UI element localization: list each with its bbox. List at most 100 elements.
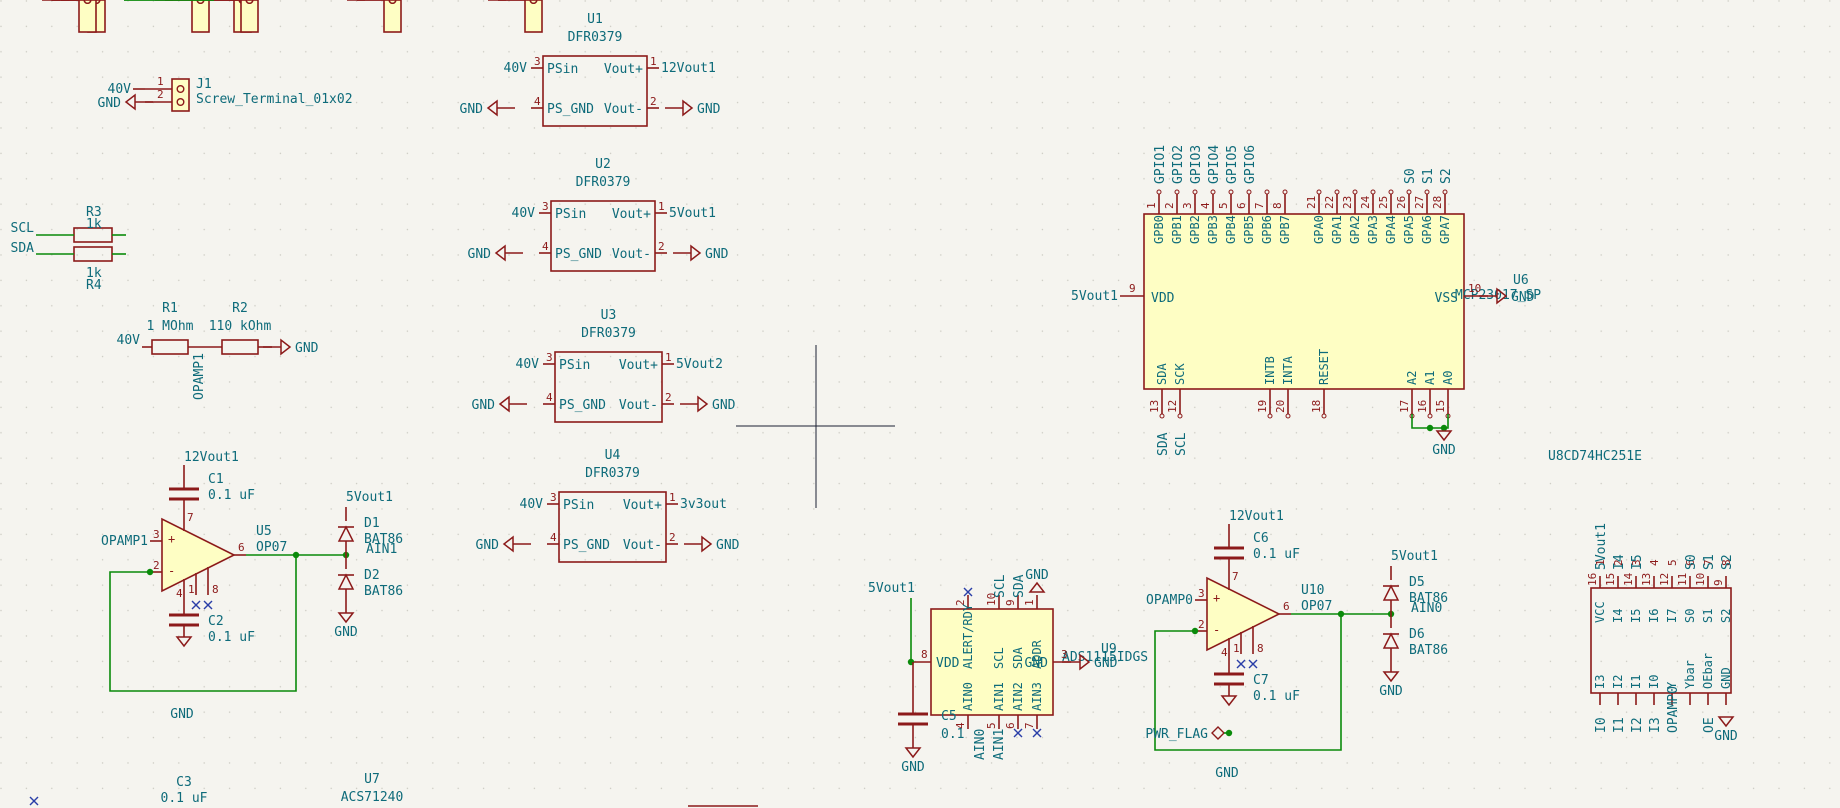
pin-number: 3 — [534, 55, 541, 68]
terminal-body[interactable] — [78, 0, 97, 33]
ic-body[interactable] — [1590, 587, 1732, 694]
ground-label: GND — [472, 398, 496, 413]
net-label: S1 — [1421, 168, 1436, 184]
ground-label: GND — [334, 625, 358, 640]
regulator-ref: U3 — [601, 308, 617, 323]
pin-name: AIN2 — [1011, 682, 1025, 711]
net-label: OE — [1702, 717, 1717, 733]
pin-number: 4 — [954, 722, 967, 729]
net-label: S2 — [1720, 554, 1735, 570]
pin-number: 1 — [669, 491, 676, 504]
pin-end — [1352, 189, 1358, 195]
ground-label: GND — [460, 102, 484, 117]
ground-label: GND — [901, 760, 925, 775]
pin-number: 15 — [1434, 400, 1447, 413]
terminal-body[interactable] — [240, 0, 259, 33]
regulator-body[interactable] — [542, 55, 648, 127]
capacitor-value: 0.1 uF — [208, 630, 255, 645]
pin-name: GPA1 — [1330, 215, 1344, 244]
capacitor-ref: C5 — [941, 709, 957, 724]
pin-number: 4 — [534, 95, 541, 108]
pin-number: 9 — [1004, 599, 1017, 606]
pin-name: GPB2 — [1188, 215, 1202, 244]
no-connect-icon — [1032, 728, 1042, 738]
pin-end — [1442, 189, 1448, 195]
terminal-body[interactable] — [524, 0, 543, 33]
pin-end — [1406, 189, 1412, 195]
ground-label: GND — [712, 398, 736, 413]
capacitor-value: 0.1 uF — [161, 791, 208, 806]
net-label: 40V — [108, 82, 132, 97]
ground-label: GND — [5, 0, 29, 4]
pin-number: 8 — [921, 648, 928, 661]
pin-name: PSin — [547, 62, 578, 77]
diode-icon[interactable] — [337, 573, 355, 590]
net-label: 40V — [520, 497, 544, 512]
pin-number: 1 — [157, 75, 164, 88]
pin-number: 2 — [665, 391, 672, 404]
pin-end — [1246, 189, 1252, 195]
pin-end — [1267, 413, 1273, 419]
pin-name: GPA4 — [1384, 215, 1398, 244]
diode-icon[interactable] — [1382, 632, 1400, 649]
net-label: OPAMP0 — [1146, 593, 1193, 608]
pin-number: 2 — [1198, 618, 1205, 631]
net-label: I5 — [1630, 554, 1645, 570]
pin-name: GND — [1025, 656, 1049, 671]
ground-label: GND — [170, 707, 194, 722]
net-label: SCL — [993, 574, 1008, 598]
ic-body[interactable] — [1143, 213, 1465, 390]
terminal-body[interactable] — [171, 78, 190, 112]
pin-end — [1192, 189, 1198, 195]
diode-icon[interactable] — [337, 525, 355, 542]
junction-dot — [1225, 729, 1233, 737]
pin-number: 23 — [1341, 196, 1354, 209]
pin-name: S2 — [1719, 609, 1733, 623]
pin-name: + — [1213, 591, 1220, 605]
resistor-ref: R4 — [86, 278, 102, 293]
pin-name: PS_GND — [563, 538, 610, 553]
pin-name: OEbar — [1701, 653, 1715, 689]
capacitor-value: 0.1 uF — [1253, 689, 1300, 704]
diode-ref: D5 — [1409, 575, 1425, 590]
ground-label: GND — [1379, 684, 1403, 699]
pin-end — [1159, 413, 1165, 419]
net-label: PWR_FLAG — [1145, 727, 1208, 742]
pin-number: 10 — [985, 593, 998, 606]
pin-name: GPA3 — [1366, 215, 1380, 244]
resistor-ref: R2 — [232, 301, 248, 316]
pin-number: 20 — [1274, 400, 1287, 413]
regulator-body[interactable] — [550, 200, 656, 272]
diode-ref: D6 — [1409, 627, 1425, 642]
pin-number: 3 — [550, 491, 557, 504]
capacitor-ref: C3 — [176, 775, 192, 790]
feedback-wire — [1154, 613, 1342, 751]
pin-name: PS_GND — [547, 102, 594, 117]
ic-body[interactable] — [930, 608, 1054, 716]
pin-number: 3 — [542, 200, 549, 213]
net-label: 5Vout1 — [1071, 289, 1118, 304]
pin-name: GPA2 — [1348, 215, 1362, 244]
pin-name: GPA0 — [1312, 215, 1326, 244]
terminal-screw — [245, 0, 254, 4]
terminal-body[interactable] — [383, 0, 402, 33]
pin-end — [1174, 189, 1180, 195]
resistor-ref: R1 — [162, 301, 178, 316]
opamp-body[interactable] — [161, 517, 236, 593]
opamp-body[interactable] — [1206, 576, 1281, 652]
regulator-body[interactable] — [558, 491, 667, 563]
diode-icon[interactable] — [1382, 584, 1400, 601]
pin-number: 7 — [187, 511, 194, 524]
pin-number: 2 — [1612, 559, 1625, 566]
no-connect-icon — [203, 600, 213, 610]
pin-number: 8 — [1720, 559, 1733, 566]
pin-name: ADDR — [1030, 639, 1044, 669]
pin-name: Vout- — [623, 538, 662, 553]
pin-name: INTB — [1263, 356, 1277, 385]
ground-icon — [904, 747, 922, 759]
terminal-screw — [176, 84, 185, 93]
regulator-body[interactable] — [554, 351, 663, 423]
pin-name: S0 — [1683, 609, 1697, 623]
terminal-body[interactable] — [191, 0, 210, 33]
